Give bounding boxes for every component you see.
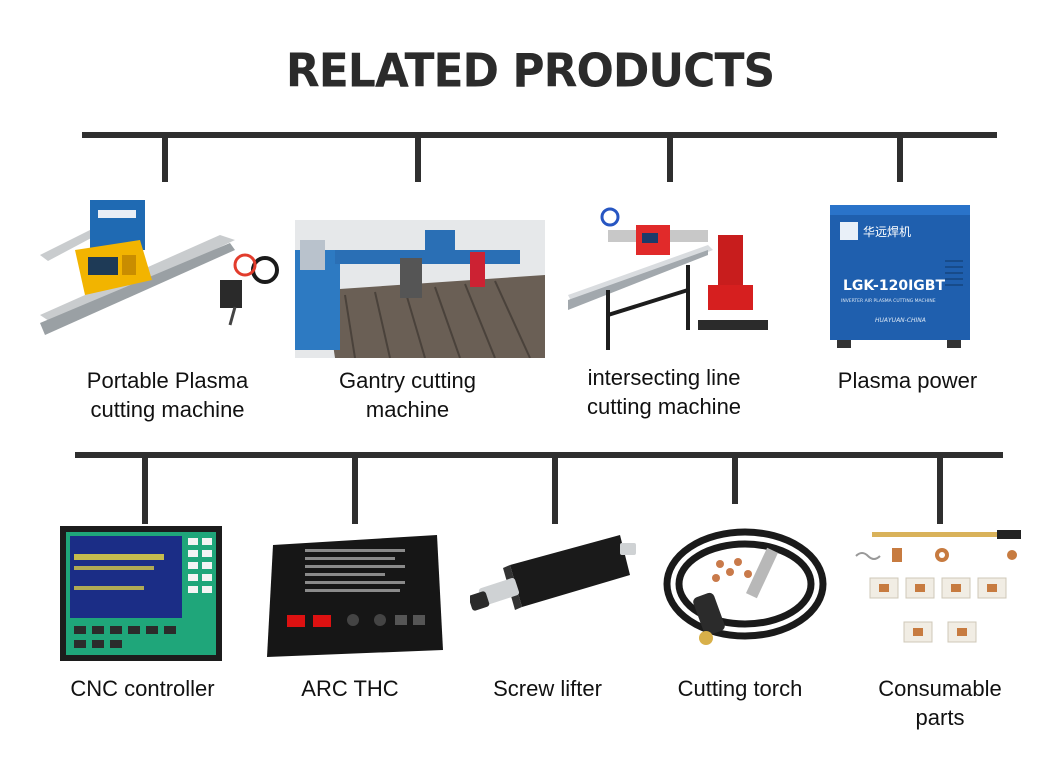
- product-label-cnc-controller: CNC controller: [40, 674, 245, 703]
- plasma-sub-text: INVERTER AIR PLASMA CUTTING MACHINE: [841, 298, 936, 304]
- label-line: CNC controller: [70, 676, 215, 701]
- screw-lifter-image: [470, 535, 640, 625]
- label-line: machine: [365, 397, 450, 422]
- label-line: Consumable: [878, 676, 1002, 701]
- label-line: intersecting line: [587, 365, 741, 390]
- label-line: parts: [915, 705, 965, 730]
- pipe-cutter-image: [568, 205, 768, 350]
- plasma-maker-text: HUAYUAN-CHINA: [875, 317, 926, 324]
- product-label-cutting-torch: Cutting torch: [655, 674, 825, 703]
- row2-drop-line-4: [732, 452, 738, 504]
- portable-plasma-cutter-image: [40, 195, 280, 345]
- label-line: cutting machine: [586, 394, 742, 419]
- row2-connector-bar: [75, 452, 1003, 458]
- row1-drop-line-2: [415, 132, 421, 182]
- cnc-controller-image: [60, 526, 222, 661]
- gantry-cutter-image: [295, 220, 545, 358]
- label-line: Portable Plasma: [86, 368, 249, 393]
- product-label-intersecting-line: intersecting line cutting machine: [550, 363, 778, 421]
- plasma-power-image: 华远焊机 LGK-120IGBT INVERTER AIR PLASMA CUT…: [825, 200, 975, 350]
- row2-drop-line-2: [352, 452, 358, 524]
- arc-thc-image: [265, 535, 445, 657]
- row2-drop-line-1: [142, 452, 148, 524]
- label-line: Plasma power: [837, 368, 978, 393]
- label-line: Gantry cutting: [339, 368, 476, 393]
- product-label-arc-thc: ARC THC: [265, 674, 435, 703]
- row1-connector-bar: [82, 132, 997, 138]
- row1-drop-line-3: [667, 132, 673, 182]
- row1-drop-line-1: [162, 132, 168, 182]
- product-label-consumable-parts: Consumable parts: [855, 674, 1025, 732]
- page-title: RELATED PRODUCTS: [285, 44, 775, 99]
- plasma-brand-text: 华远焊机: [863, 224, 911, 239]
- product-label-portable-plasma: Portable Plasma cutting machine: [40, 366, 295, 424]
- label-line: Screw lifter: [493, 676, 602, 701]
- row2-drop-line-5: [937, 452, 943, 524]
- plasma-model-text: LGK-120IGBT: [843, 278, 945, 294]
- product-label-plasma-power: Plasma power: [800, 366, 1015, 395]
- consumable-parts-image: [852, 528, 1027, 656]
- label-line: ARC THC: [301, 676, 399, 701]
- product-label-screw-lifter: Screw lifter: [465, 674, 630, 703]
- product-label-gantry: Gantry cutting machine: [295, 366, 520, 424]
- label-line: Cutting torch: [677, 676, 803, 701]
- row2-drop-line-3: [552, 452, 558, 524]
- cutting-torch-image: [660, 512, 830, 662]
- label-line: cutting machine: [90, 397, 245, 422]
- row1-drop-line-4: [897, 132, 903, 182]
